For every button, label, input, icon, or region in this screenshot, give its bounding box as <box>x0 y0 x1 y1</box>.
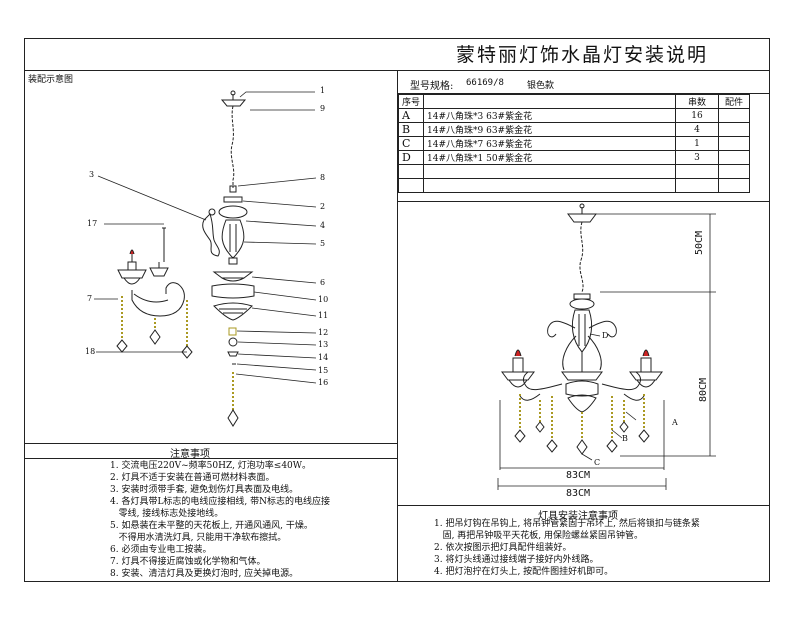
install-item: 3. 将灯头线通过接线端子接好内外线路。 <box>434 555 599 565</box>
callout-12: 12 <box>318 328 329 337</box>
drop-label-d: D <box>602 331 609 340</box>
table-row <box>397 178 750 193</box>
model-color: 银色款 <box>527 81 555 91</box>
callout-4: 4 <box>320 221 326 230</box>
dimension-outer-width: 83CM <box>566 488 591 499</box>
left-right-divider <box>397 70 398 582</box>
dimension-total-height: 80CM <box>698 377 709 402</box>
callout-5: 5 <box>320 239 326 248</box>
right-install-divider <box>397 505 770 506</box>
model-value: 66169/8 <box>466 78 504 88</box>
drop-label-c: C <box>594 458 601 467</box>
callout-8: 8 <box>320 173 326 182</box>
left-notes-heading-divider <box>24 458 397 459</box>
install-item: 固, 再把吊钟吸平天花板, 用保险螺丝紧固吊钟管。 <box>434 531 644 541</box>
callout-18: 18 <box>85 347 96 356</box>
install-item: 2. 依次按图示把灯具配件组装好。 <box>434 543 572 553</box>
dimension-top-height: 50CM <box>694 230 705 255</box>
callout-14: 14 <box>318 353 329 362</box>
assembled-chandelier <box>497 203 716 490</box>
callout-2: 2 <box>320 202 326 211</box>
callout-11: 11 <box>318 311 329 320</box>
page-title: 蒙特丽灯饰水晶灯安装说明 <box>456 44 709 66</box>
drop-label-b: B <box>622 434 628 443</box>
notes-list: 1. 交流电压220V~频率50HZ, 灯泡功率≤40W。 2. 灯具不适于安装… <box>110 460 330 580</box>
callout-13: 13 <box>318 340 329 349</box>
install-item: 1. 把吊灯钩在吊钩上, 将吊钟管紧固于吊环上, 然后将锁扣与链条紧 <box>434 519 700 529</box>
dimension-inner-width: 83CM <box>566 470 591 481</box>
note-item: 零线, 接线标志处接地线。 <box>110 509 224 519</box>
callout-1: 1 <box>320 86 326 95</box>
callout-7: 7 <box>87 294 93 303</box>
left-notes-divider <box>24 443 397 444</box>
note-item: 不得用水清洗灯具, 只能用干净软布擦拭。 <box>110 533 287 543</box>
callout-9: 9 <box>320 104 326 113</box>
note-item: 4. 各灯具带L标志的电线应接相线, 带N标志的电线应接 <box>110 497 331 507</box>
drop-label-a: A <box>672 418 678 427</box>
table-header-part: 配件 <box>718 94 750 109</box>
callout-16: 16 <box>318 378 329 387</box>
note-item: 3. 安装时须带手套, 避免划伤灯具表面及电线。 <box>110 485 299 495</box>
callout-10: 10 <box>318 295 329 304</box>
notes-heading: 注意事项 <box>170 449 210 460</box>
note-item: 5. 如悬装在未平整的天花板上, 开通风通风, 干燥。 <box>110 521 313 531</box>
callout-3: 3 <box>89 170 95 179</box>
callout-6: 6 <box>320 278 326 287</box>
note-item: 6. 必须由专业电工按装。 <box>110 545 212 555</box>
table-row <box>397 164 750 179</box>
callout-15: 15 <box>318 366 329 375</box>
note-item: 2. 灯具不适于安装在普通可燃材料表面。 <box>110 473 275 483</box>
exploded-assembly <box>94 90 317 427</box>
assembly-label: 装配示意图 <box>28 75 74 85</box>
right-table-divider <box>397 201 770 202</box>
note-item: 1. 交流电压220V~频率50HZ, 灯泡功率≤40W。 <box>110 461 312 471</box>
install-list: 1. 把吊灯钩在吊钩上, 将吊钟管紧固于吊环上, 然后将锁扣与链条紧 固, 再把… <box>434 518 700 578</box>
model-label: 型号规格: <box>410 81 454 92</box>
install-heading: 灯具安装注意事项 <box>538 511 618 522</box>
callout-17: 17 <box>87 219 98 228</box>
note-item: 7. 灯具不得接近腐蚀或化学物和气体。 <box>110 557 266 567</box>
note-item: 8. 安装、清洁灯具及更换灯泡时, 应关掉电源。 <box>110 569 299 579</box>
install-item: 4. 把灯泡拧在灯头上, 按配件图挂好机即可。 <box>434 567 614 577</box>
model-divider <box>397 93 770 94</box>
